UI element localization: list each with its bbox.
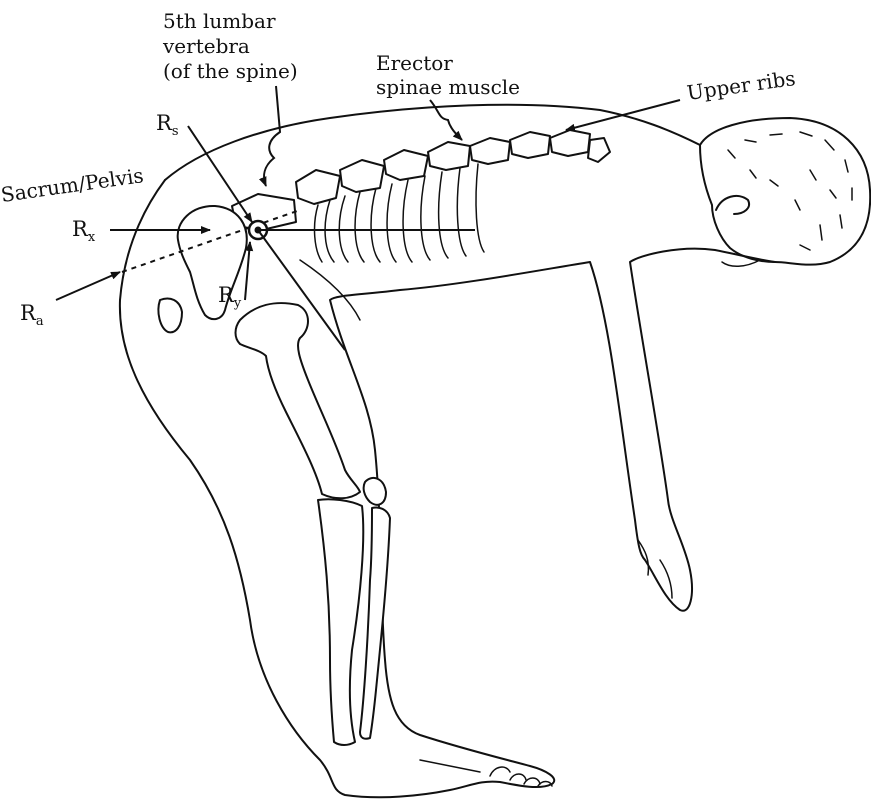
lumbar-label-line1: 5th lumbar xyxy=(163,9,276,33)
patella xyxy=(364,478,386,505)
upper-ribs-label: Upper ribs xyxy=(685,66,797,105)
lumbar-label-line3: (of the spine) xyxy=(163,59,298,83)
lumbar-label-line2: vertebra xyxy=(162,34,250,58)
torso-front xyxy=(300,260,360,320)
hand xyxy=(638,540,672,598)
erector-label-line1: Erector xyxy=(376,51,453,75)
rx-symbol: Rx xyxy=(72,217,96,245)
rs-symbol: Rs xyxy=(156,111,178,139)
sacrum-pelvis-label: Sacrum/Pelvis xyxy=(0,163,145,207)
fibula xyxy=(360,507,390,738)
pelvis xyxy=(158,206,246,332)
ra-symbol: Ra xyxy=(20,301,44,329)
upper-ribs-arrow xyxy=(566,100,680,130)
tibia xyxy=(318,499,363,745)
lumbar-leader-arrow xyxy=(264,86,280,186)
head xyxy=(700,118,870,266)
ra-arrow xyxy=(56,272,120,300)
erector-label-line2: spinae muscle xyxy=(376,75,520,99)
femur xyxy=(236,303,361,498)
ry-symbol: Ry xyxy=(218,283,242,311)
